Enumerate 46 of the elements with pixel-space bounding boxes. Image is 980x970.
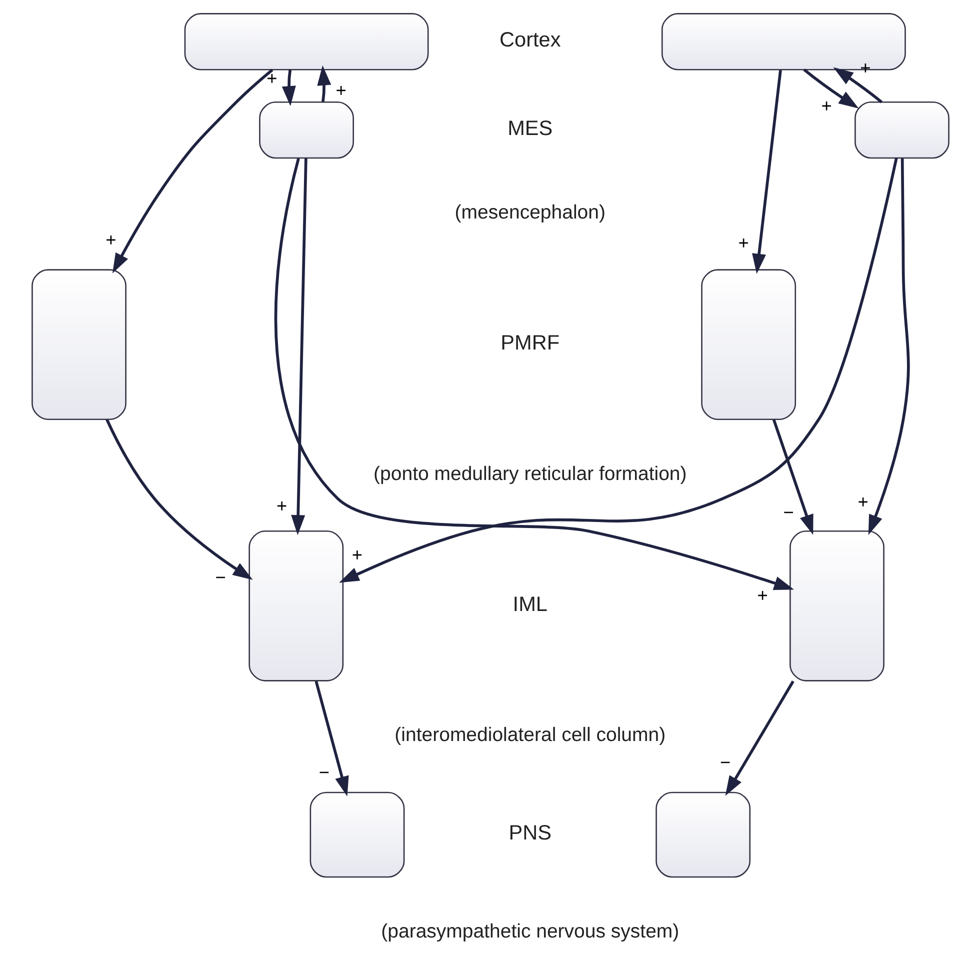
arrow — [752, 70, 782, 274]
arrow — [112, 68, 273, 274]
label: PNS — [508, 822, 552, 845]
node-box — [700, 269, 796, 420]
arrow — [274, 158, 794, 590]
node-box — [655, 792, 750, 878]
arrow — [316, 65, 331, 102]
arrow — [290, 158, 307, 536]
node-box — [248, 530, 344, 682]
edge-label: + — [756, 585, 768, 606]
label: (mesencephalon) — [454, 201, 605, 224]
arrow — [105, 419, 252, 580]
node-box — [309, 792, 404, 878]
label: (parasympathetic nervous system) — [380, 920, 679, 942]
label: (interomediolateral cell column) — [394, 724, 666, 746]
arrow — [772, 419, 813, 535]
label: IML — [512, 592, 547, 616]
node-box — [854, 101, 949, 159]
edge-label: + — [738, 233, 748, 254]
arrow — [868, 158, 910, 535]
arrow — [802, 68, 858, 108]
edge-label: − — [719, 752, 730, 773]
arrow — [832, 67, 882, 104]
edge-label: − — [214, 567, 226, 588]
edge-label: − — [782, 502, 794, 523]
edge-label: + — [266, 68, 277, 89]
arrow — [338, 158, 898, 583]
edge-label: + — [351, 544, 362, 565]
node-box — [184, 13, 428, 70]
edge-label: + — [335, 80, 346, 101]
arrow — [724, 680, 794, 796]
edge-label: + — [857, 492, 868, 512]
edge-label: + — [105, 230, 116, 250]
arrow — [281, 69, 296, 106]
label: MES — [507, 117, 552, 140]
edge-label: − — [318, 762, 329, 783]
label: PMRF — [500, 332, 560, 355]
arrow — [314, 680, 348, 796]
edge-label: + — [820, 96, 832, 116]
node-box — [660, 13, 906, 70]
node-box — [31, 269, 126, 420]
node-box — [258, 101, 354, 159]
node-box — [789, 530, 884, 682]
label: Cortex — [499, 28, 560, 52]
edge-label: + — [276, 496, 287, 516]
label: (ponto medullary reticular formation) — [373, 462, 686, 485]
